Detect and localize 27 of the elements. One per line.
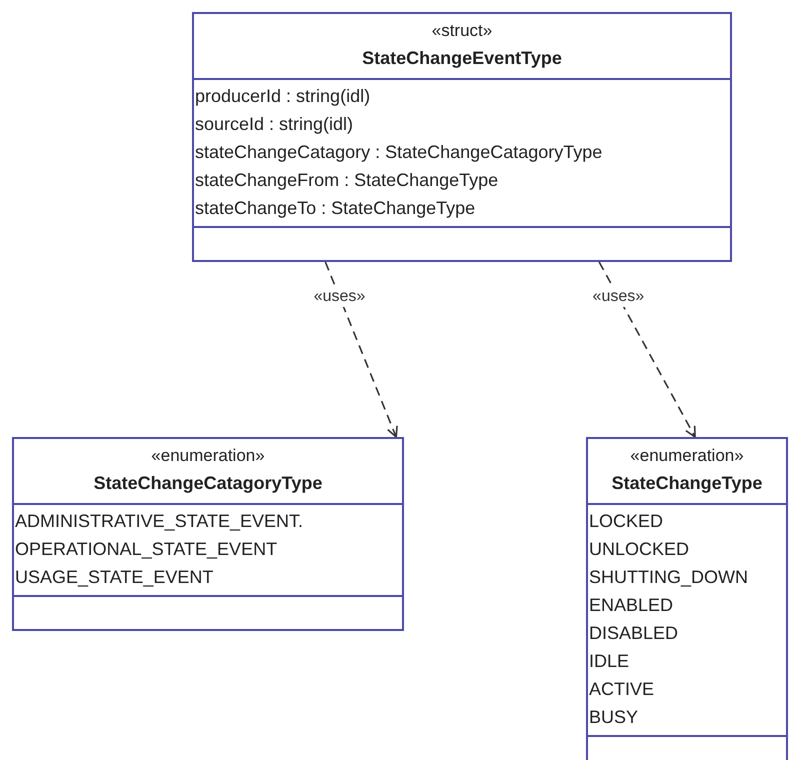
stereotype-label: «enumeration» — [629, 445, 745, 467]
attribute-text: DISABLED — [589, 622, 680, 645]
stereotype-label: «struct» — [430, 20, 494, 42]
stereotype-label: «enumeration» — [150, 445, 266, 467]
attribute-text: SHUTTING_DOWN — [589, 566, 749, 589]
attribute-text: USAGE_STATE_EVENT — [15, 566, 214, 589]
attribute-text: stateChangeTo : StateChangeType — [195, 197, 476, 220]
edge-label: «uses» — [312, 287, 368, 307]
attribute-text: ADMINISTRATIVE_STATE_EVENT. — [15, 510, 304, 533]
attribute-text: sourceId : string(idl) — [195, 113, 354, 136]
edge-label: «uses» — [590, 287, 646, 307]
class-name: StateChangeCatagoryType — [92, 472, 324, 495]
class-box — [586, 437, 788, 760]
attribute-text: producerId : string(idl) — [195, 85, 372, 108]
attribute-text: stateChangeCatagory : StateChangeCatagoryType — [195, 141, 604, 164]
attribute-text: stateChangeFrom : StateChangeType — [195, 169, 500, 192]
attribute-text: IDLE — [589, 650, 630, 673]
attribute-text: UNLOCKED — [589, 538, 690, 561]
class-name: StateChangeType — [610, 472, 764, 495]
class-name: StateChangeEventType — [361, 47, 563, 70]
class-box — [192, 12, 732, 262]
attribute-text: OPERATIONAL_STATE_EVENT — [15, 538, 278, 561]
attribute-text: ACTIVE — [589, 678, 656, 701]
attribute-text: ENABLED — [589, 594, 674, 617]
class-box — [12, 437, 404, 631]
attribute-text: LOCKED — [589, 510, 664, 533]
attribute-text: BUSY — [589, 706, 640, 729]
